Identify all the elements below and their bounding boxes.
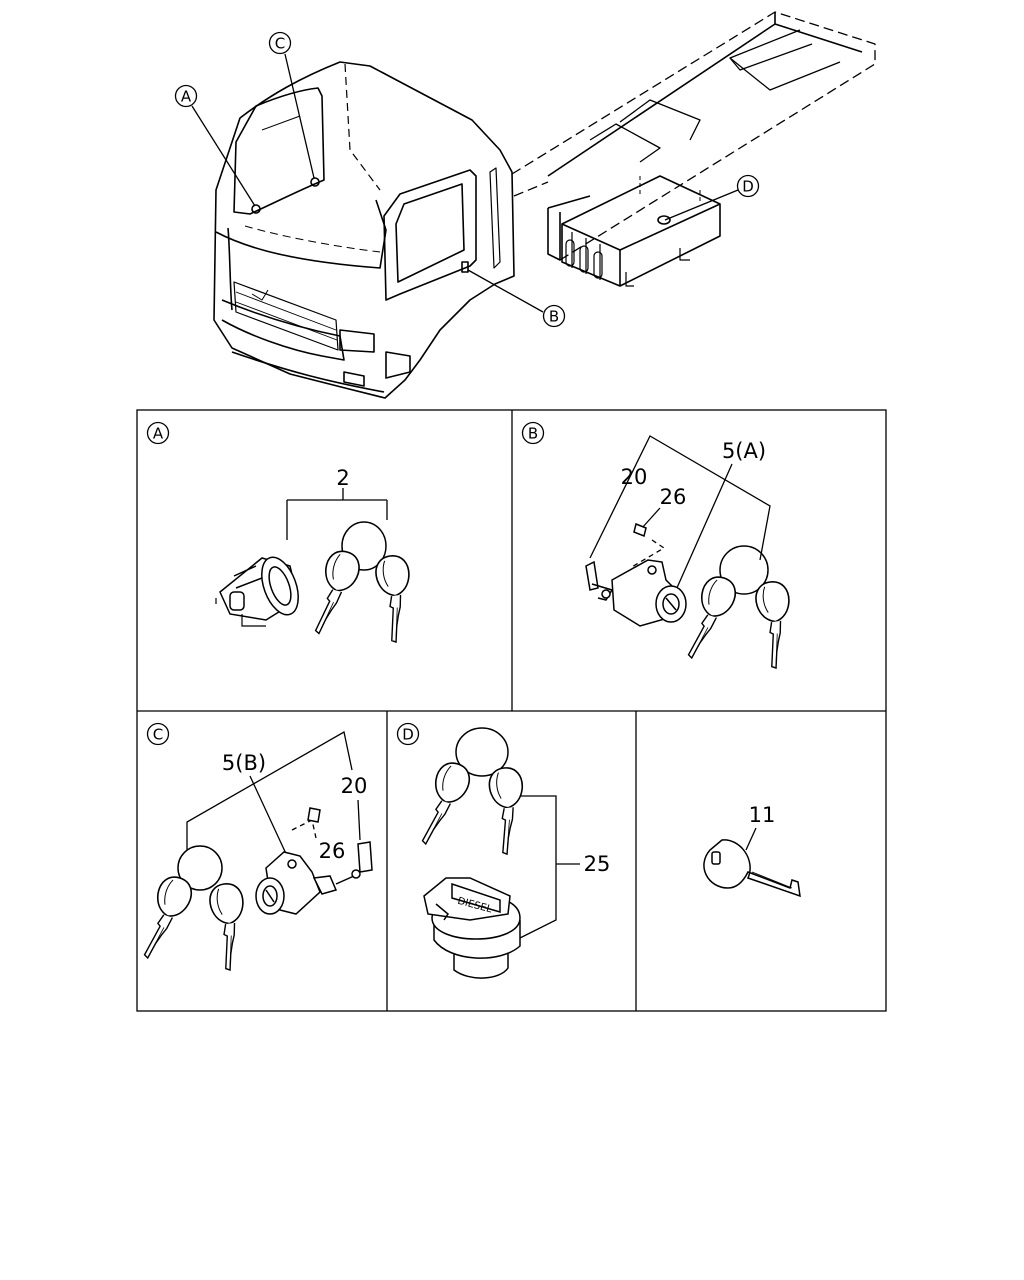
panel-grid xyxy=(136,409,887,1012)
key-set-a xyxy=(308,521,419,645)
panel-a: A 2 xyxy=(146,421,419,645)
panel-b-tag: B xyxy=(528,425,538,443)
part-25-label: 25 xyxy=(584,852,611,876)
panel-e: 11 xyxy=(703,803,801,898)
part-26-label-c: 26 xyxy=(319,839,346,863)
ignition-lock-cylinder xyxy=(215,556,299,627)
panel-d: D 25 DIESEL xyxy=(396,722,611,979)
panel-c-tag: C xyxy=(153,726,163,744)
fuel-filler-cap: DIESEL xyxy=(423,877,521,979)
panel-c: C 5(B) 20 26 xyxy=(137,722,373,973)
callout-a-label: A xyxy=(181,88,192,106)
door-lock-cylinder-c xyxy=(255,807,373,915)
key-set-b xyxy=(681,545,799,671)
part-5b-label: 5(B) xyxy=(222,751,266,775)
callout-b: B xyxy=(542,304,566,328)
door-lock-cylinder-b xyxy=(585,522,687,627)
part-2-label: 2 xyxy=(336,466,349,490)
callout-d-label: D xyxy=(742,178,754,196)
callout-c: C xyxy=(268,31,292,55)
panel-b: B 5(A) 20 26 xyxy=(521,421,799,671)
panel-a-tag: A xyxy=(153,425,164,443)
callout-c-label: C xyxy=(275,35,285,53)
callout-b-label: B xyxy=(549,308,559,326)
panel-d-tag: D xyxy=(402,726,414,744)
part-26-label-b: 26 xyxy=(660,485,687,509)
callout-leaders xyxy=(191,53,739,313)
blank-key xyxy=(703,839,801,898)
part-11-label: 11 xyxy=(749,803,776,827)
part-20-label-c: 20 xyxy=(341,774,368,798)
key-set-c xyxy=(137,845,253,973)
key-set-d xyxy=(415,727,531,857)
callout-d: D xyxy=(736,174,760,198)
truck-illustration xyxy=(213,11,876,399)
part-5a-label: 5(A) xyxy=(722,439,766,463)
callout-a: A xyxy=(174,84,198,108)
